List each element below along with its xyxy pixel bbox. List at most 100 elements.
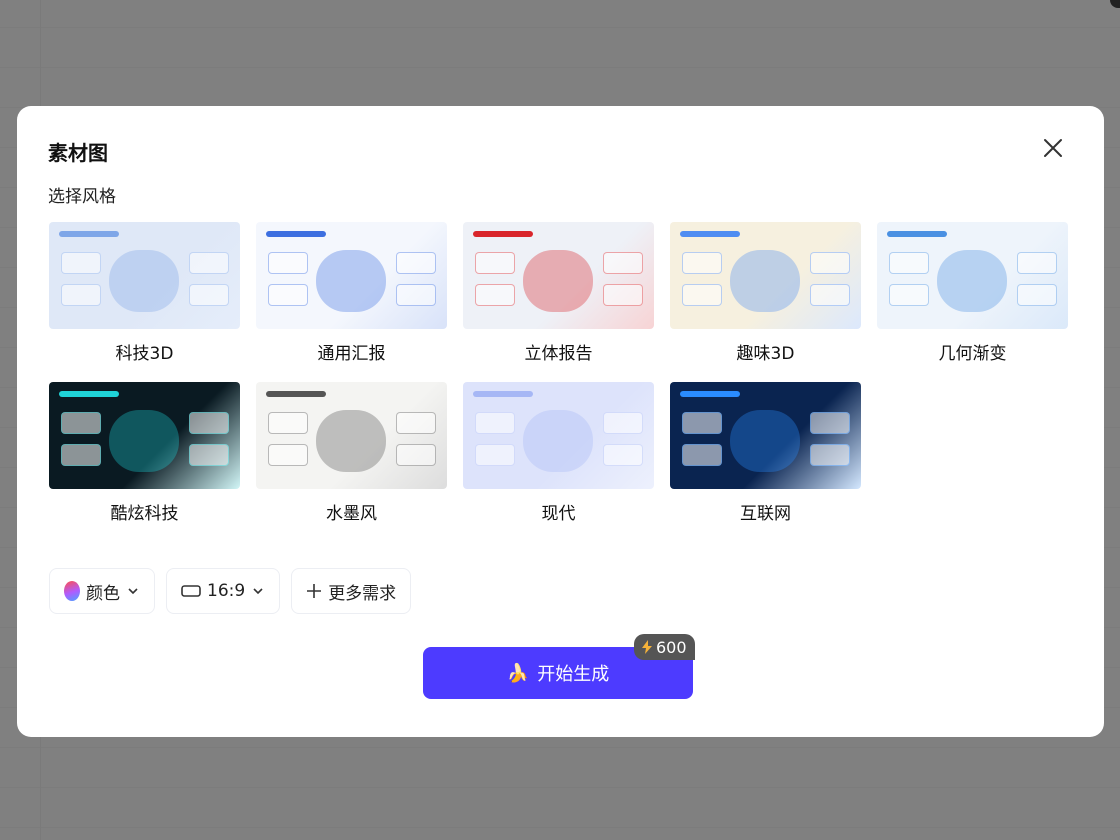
style-label: 几何渐变	[938, 344, 1007, 364]
thumbnail-block	[396, 252, 436, 274]
thumbnail-title-bar	[59, 391, 119, 397]
thumbnail-block	[61, 284, 101, 306]
aspect-ratio-dropdown[interactable]: 16:9	[166, 568, 281, 614]
thumbnail-block	[61, 444, 101, 466]
style-option[interactable]: 科技3D	[49, 222, 240, 382]
thumbnail-block	[475, 444, 515, 466]
thumbnail-block	[61, 252, 101, 274]
style-option[interactable]: 互联网	[670, 382, 861, 542]
style-option[interactable]: 趣味3D	[670, 222, 861, 382]
chevron-down-icon	[128, 588, 138, 595]
thumbnail-graphic	[316, 250, 386, 312]
style-label: 科技3D	[115, 344, 174, 364]
style-thumbnail	[670, 382, 861, 489]
thumbnail-block	[810, 284, 850, 306]
style-thumbnail	[49, 222, 240, 329]
thumbnail-title-bar	[266, 231, 326, 237]
thumbnail-title-bar	[473, 391, 533, 397]
style-label: 现代	[541, 504, 576, 524]
thumbnail-block	[810, 412, 850, 434]
thumbnail-block	[810, 444, 850, 466]
background-element	[1110, 0, 1120, 8]
thumbnail-block	[889, 252, 929, 274]
thumbnail-block	[268, 444, 308, 466]
thumbnail-title-bar	[680, 231, 740, 237]
thumbnail-block	[61, 412, 101, 434]
style-option[interactable]: 立体报告	[463, 222, 654, 382]
style-thumbnail	[463, 382, 654, 489]
thumbnail-title-bar	[266, 391, 326, 397]
style-option[interactable]: 几何渐变	[877, 222, 1068, 382]
dialog-title: 素材图	[48, 141, 108, 165]
style-thumbnail	[877, 222, 1068, 329]
thumbnail-block	[268, 252, 308, 274]
thumbnail-title-bar	[680, 391, 740, 397]
style-thumbnail	[256, 222, 447, 329]
thumbnail-graphic	[523, 250, 593, 312]
thumbnail-graphic	[937, 250, 1007, 312]
thumbnail-block	[268, 284, 308, 306]
thumbnail-title-bar	[887, 231, 947, 237]
option-bar: 颜色 16:9 更多需求	[49, 568, 412, 614]
thumbnail-title-bar	[59, 231, 119, 237]
style-thumbnail	[463, 222, 654, 329]
banana-icon: 🍌	[506, 662, 530, 684]
style-option[interactable]: 现代	[463, 382, 654, 542]
thumbnail-block	[475, 412, 515, 434]
plus-icon	[307, 584, 322, 598]
more-requirements-button[interactable]: 更多需求	[291, 568, 412, 614]
thumbnail-block	[889, 284, 929, 306]
cost-badge: 600	[634, 634, 695, 660]
thumbnail-block	[682, 284, 722, 306]
thumbnail-block	[682, 412, 722, 434]
thumbnail-block	[475, 284, 515, 306]
start-generate-label: 开始生成	[537, 664, 610, 685]
style-thumbnail	[256, 382, 447, 489]
style-option[interactable]: 通用汇报	[256, 222, 447, 382]
thumbnail-block	[603, 444, 643, 466]
style-label: 互联网	[740, 504, 791, 524]
aspect-ratio-icon	[181, 585, 201, 597]
lightning-icon	[642, 640, 652, 654]
thumbnail-block	[603, 284, 643, 306]
thumbnail-block	[189, 444, 229, 466]
thumbnail-graphic	[730, 250, 800, 312]
thumbnail-block	[396, 412, 436, 434]
thumbnail-title-bar	[473, 231, 533, 237]
chevron-down-icon	[253, 588, 263, 595]
style-grid: 科技3D 通用汇报 立体报告 趣味3D	[49, 222, 1068, 542]
style-option[interactable]: 酷炫科技	[49, 382, 240, 542]
style-label: 立体报告	[524, 344, 593, 364]
thumbnail-block	[396, 444, 436, 466]
style-thumbnail	[49, 382, 240, 489]
color-dropdown[interactable]: 颜色	[49, 568, 155, 614]
section-label: 选择风格	[48, 187, 116, 207]
thumbnail-block	[189, 252, 229, 274]
thumbnail-graphic	[109, 410, 179, 472]
style-label: 酷炫科技	[110, 504, 179, 524]
thumbnail-block	[682, 252, 722, 274]
material-image-dialog: 素材图 选择风格 科技3D 通用汇报	[17, 106, 1104, 737]
thumbnail-block	[189, 412, 229, 434]
style-label: 水墨风	[326, 504, 377, 524]
aspect-ratio-label: 16:9	[207, 581, 246, 601]
thumbnail-graphic	[109, 250, 179, 312]
style-thumbnail	[670, 222, 861, 329]
thumbnail-block	[1017, 252, 1057, 274]
thumbnail-block	[682, 444, 722, 466]
color-swatch-icon	[64, 581, 80, 601]
color-label: 颜色	[86, 583, 120, 604]
thumbnail-graphic	[316, 410, 386, 472]
thumbnail-block	[475, 252, 515, 274]
thumbnail-block	[603, 412, 643, 434]
close-button[interactable]	[1042, 137, 1064, 159]
style-label: 通用汇报	[317, 344, 386, 364]
cost-value: 600	[656, 637, 687, 657]
thumbnail-graphic	[730, 410, 800, 472]
thumbnail-block	[189, 284, 229, 306]
more-requirements-label: 更多需求	[328, 583, 397, 604]
style-option[interactable]: 水墨风	[256, 382, 447, 542]
thumbnail-graphic	[523, 410, 593, 472]
thumbnail-block	[603, 252, 643, 274]
style-label: 趣味3D	[736, 344, 795, 364]
